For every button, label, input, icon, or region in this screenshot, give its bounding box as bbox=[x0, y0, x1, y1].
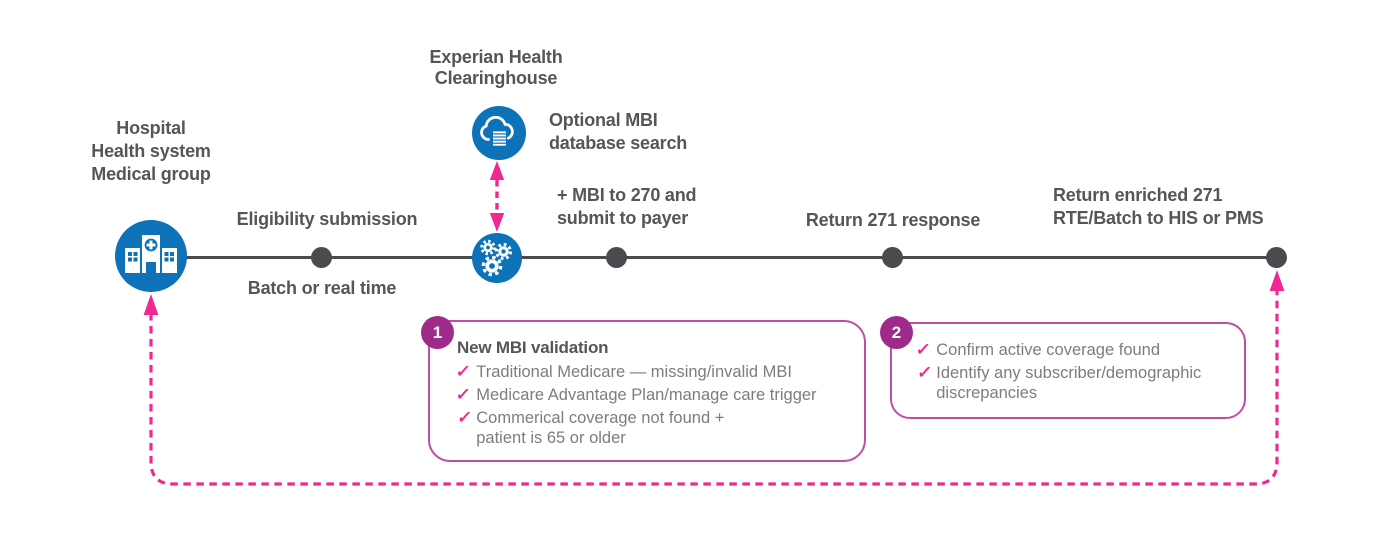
arrow-up-icon bbox=[489, 161, 505, 180]
clearinghouse-title: Experian Health Clearinghouse bbox=[429, 47, 563, 88]
optional-mbi-note: Optional MBI database search bbox=[549, 110, 688, 153]
cloud-database-icon bbox=[472, 106, 526, 160]
source-label: Hospital Health system Medical group bbox=[56, 117, 246, 186]
callout-2-item-2: ✓ Identify any subscriber/demographic di… bbox=[916, 363, 1230, 403]
hospital-source-node bbox=[115, 220, 187, 292]
arrow-down-icon bbox=[489, 213, 505, 232]
callout-2-number-badge: 2 bbox=[880, 316, 913, 349]
source-label-line1: Hospital bbox=[116, 118, 186, 138]
gears-icon bbox=[472, 233, 522, 283]
step-eligibility-label: Eligibility submission bbox=[236, 209, 418, 229]
hospital-icon bbox=[115, 220, 187, 292]
processing-node bbox=[472, 233, 522, 283]
callout-1-item-3: ✓ Commerical coverage not found + patien… bbox=[456, 408, 846, 448]
check-icon: ✓ bbox=[916, 363, 934, 382]
step-mbi-270-label: + MBI to 270 and submit to payer bbox=[557, 185, 697, 228]
step-batch-label: Batch or real time bbox=[247, 278, 397, 298]
timeline-dot-submit-payer bbox=[606, 247, 627, 268]
callout-1-number-badge: 1 bbox=[421, 316, 454, 349]
callout-1-item-1: ✓ Traditional Medicare — missing/invalid… bbox=[454, 362, 792, 381]
check-icon: ✓ bbox=[456, 408, 474, 427]
source-label-line2: Health system bbox=[91, 141, 211, 161]
timeline-dot-return-271 bbox=[882, 247, 903, 268]
clearinghouse-node bbox=[472, 106, 526, 160]
callout-2-item-1: ✓ Confirm active coverage found bbox=[914, 340, 1161, 359]
check-icon: ✓ bbox=[454, 385, 472, 404]
timeline-dot-return-enriched bbox=[1266, 247, 1287, 268]
timeline-dot-eligibility bbox=[311, 247, 332, 268]
source-label-line3: Medical group bbox=[91, 164, 211, 184]
callout-box-2: ✓ Confirm active coverage found ✓ Identi… bbox=[890, 322, 1246, 419]
check-icon: ✓ bbox=[914, 340, 932, 359]
arrow-up-icon bbox=[1269, 270, 1285, 291]
callout-1-title: New MBI validation bbox=[457, 338, 609, 357]
callout-box-1: New MBI validation ✓ Traditional Medicar… bbox=[428, 320, 866, 462]
arrow-up-icon bbox=[143, 294, 159, 315]
step-return-271-label: Return 271 response bbox=[805, 210, 981, 230]
callout-1-item-2: ✓ Medicare Advantage Plan/manage care tr… bbox=[454, 385, 817, 404]
check-icon: ✓ bbox=[454, 362, 472, 381]
step-return-enriched-label: Return enriched 271 RTE/Batch to HIS or … bbox=[1053, 185, 1264, 228]
clearinghouse-arrow bbox=[489, 161, 505, 232]
timeline bbox=[151, 256, 1277, 259]
